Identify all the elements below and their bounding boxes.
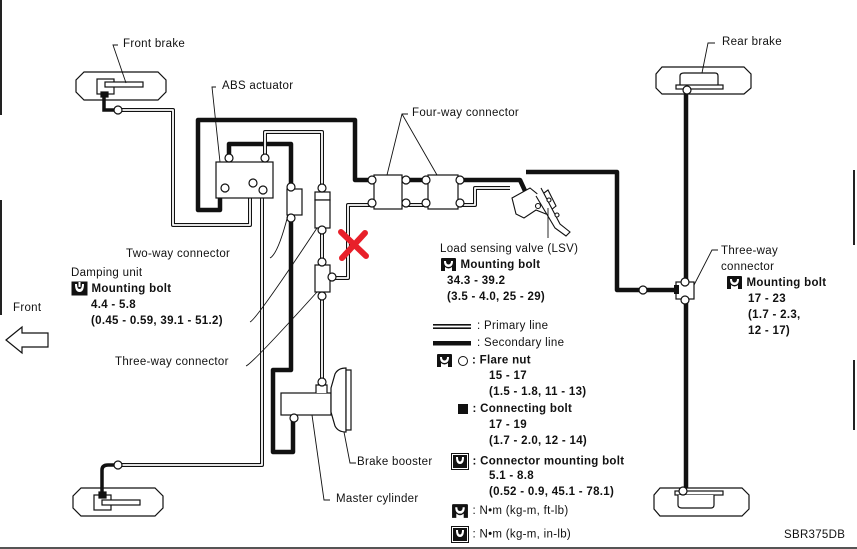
torque-wrench-inlb-icon <box>451 453 469 470</box>
legend-line-samples <box>433 324 471 346</box>
rear-three-way-title-1: Three-way <box>721 245 779 257</box>
flare-nut-circle-icon <box>457 355 468 366</box>
abs-actuator-label: ABS actuator <box>222 80 294 92</box>
legend-primary-line: : Primary line <box>477 320 549 332</box>
torque-wrench-ftlb-icon <box>452 504 468 518</box>
rear-three-way-detail-1: (1.7 - 2.3, <box>748 309 801 321</box>
rear-three-way-title-2: connector <box>721 261 775 273</box>
front-arrow-icon <box>5 325 49 355</box>
front-brake-label: Front brake <box>123 38 186 50</box>
master-cylinder <box>280 384 332 416</box>
legend-connecting-bolt-row: : Connecting bolt <box>457 403 572 415</box>
lsv-range: 34.3 - 39.2 <box>447 275 506 287</box>
rear-three-way-range: 17 - 23 <box>748 293 786 305</box>
frame-edge-left <box>0 0 2 115</box>
torque-wrench-ftlb-icon <box>71 281 88 296</box>
legend-connecting-range: 17 - 19 <box>489 419 527 431</box>
rear-brake-label: Rear brake <box>722 36 782 48</box>
red-x-mark <box>338 229 369 261</box>
secondary-line-swatch <box>433 341 471 346</box>
damping-unit-title: Damping unit <box>71 267 143 279</box>
frame-edge-right-lower <box>853 360 855 430</box>
legend-connector-mounting-bolt: : Connector mounting bolt <box>472 455 625 468</box>
legend-cmb-detail: (0.52 - 0.9, 45.1 - 78.1) <box>489 486 615 498</box>
legend-flare-detail: (1.5 - 1.8, 11 - 13) <box>489 386 587 398</box>
frame-edge-left-lower <box>0 200 2 315</box>
rear-brake-top <box>655 66 752 95</box>
damping-unit-bolt: Mounting bolt <box>91 283 172 295</box>
front-direction-label: Front <box>13 302 42 314</box>
front-brake-bottom <box>72 463 164 517</box>
frame-edge-right <box>853 170 855 245</box>
damping-unit-spec: Damping unit Mounting bolt 4.4 - 5.8 (0.… <box>71 265 223 329</box>
connecting-bolt-square-icon <box>458 404 468 414</box>
lsv-detail: (3.5 - 4.0, 25 - 29) <box>447 291 546 303</box>
torque-wrench-ftlb-icon <box>727 276 742 290</box>
legend-unit-inlb-row: : N•m (kg-m, in-lb) <box>451 526 571 543</box>
legend-flare-nut-row: : Flare nut <box>436 353 531 368</box>
rear-three-way-spec: Three-way connector Mounting bolt 17 - 2… <box>721 243 826 339</box>
rear-three-way-bolt: Mounting bolt <box>746 277 827 289</box>
legend-connecting-detail: (1.7 - 2.0, 12 - 14) <box>489 435 588 447</box>
legend-cmb-range: 5.1 - 8.8 <box>489 470 534 482</box>
four-way-connector-label: Four-way connector <box>412 107 520 119</box>
leader-lines <box>112 42 718 501</box>
damping-unit-range: 4.4 - 5.8 <box>91 299 136 311</box>
brake-booster-label: Brake booster <box>357 456 433 468</box>
damping-unit-detail: (0.45 - 0.59, 39.1 - 51.2) <box>91 315 223 327</box>
rear-three-way-detail-2: 12 - 17) <box>748 325 791 337</box>
legend-unit-ftlb-row: : N•m (kg-m, ft-lb) <box>451 503 568 519</box>
two-way-connector-label: Two-way connector <box>126 248 231 260</box>
legend-connector-mounting-row: : Connector mounting bolt <box>451 453 624 470</box>
master-cylinder-label: Master cylinder <box>336 493 419 505</box>
torque-wrench-ftlb-icon <box>441 258 456 272</box>
legend-connecting-bolt: : Connecting bolt <box>472 403 573 416</box>
figure-id: SBR375DB <box>784 529 846 541</box>
lsv-bolt: Mounting bolt <box>460 259 541 271</box>
brake-booster <box>330 367 352 433</box>
load-sensing-valve <box>511 187 571 237</box>
legend-flare-range: 15 - 17 <box>489 370 527 382</box>
lsv-title: Load sensing valve (LSV) <box>440 243 579 255</box>
legend-flare-nut: : Flare nut <box>472 354 531 367</box>
legend-unit-ftlb: : N•m (kg-m, ft-lb) <box>472 505 569 518</box>
torque-wrench-ftlb-icon <box>437 354 452 367</box>
front-brake-top <box>75 71 167 112</box>
three-way-connector-front-label: Three-way connector <box>115 356 229 368</box>
legend-secondary-line: : Secondary line <box>477 337 565 349</box>
torque-wrench-inlb-icon <box>451 526 469 543</box>
frame-edge-bottom <box>0 547 857 549</box>
rear-brake-bottom <box>653 487 750 517</box>
legend-unit-inlb: : N•m (kg-m, in-lb) <box>472 528 572 541</box>
lsv-spec: Load sensing valve (LSV) Mounting bolt 3… <box>440 241 578 305</box>
